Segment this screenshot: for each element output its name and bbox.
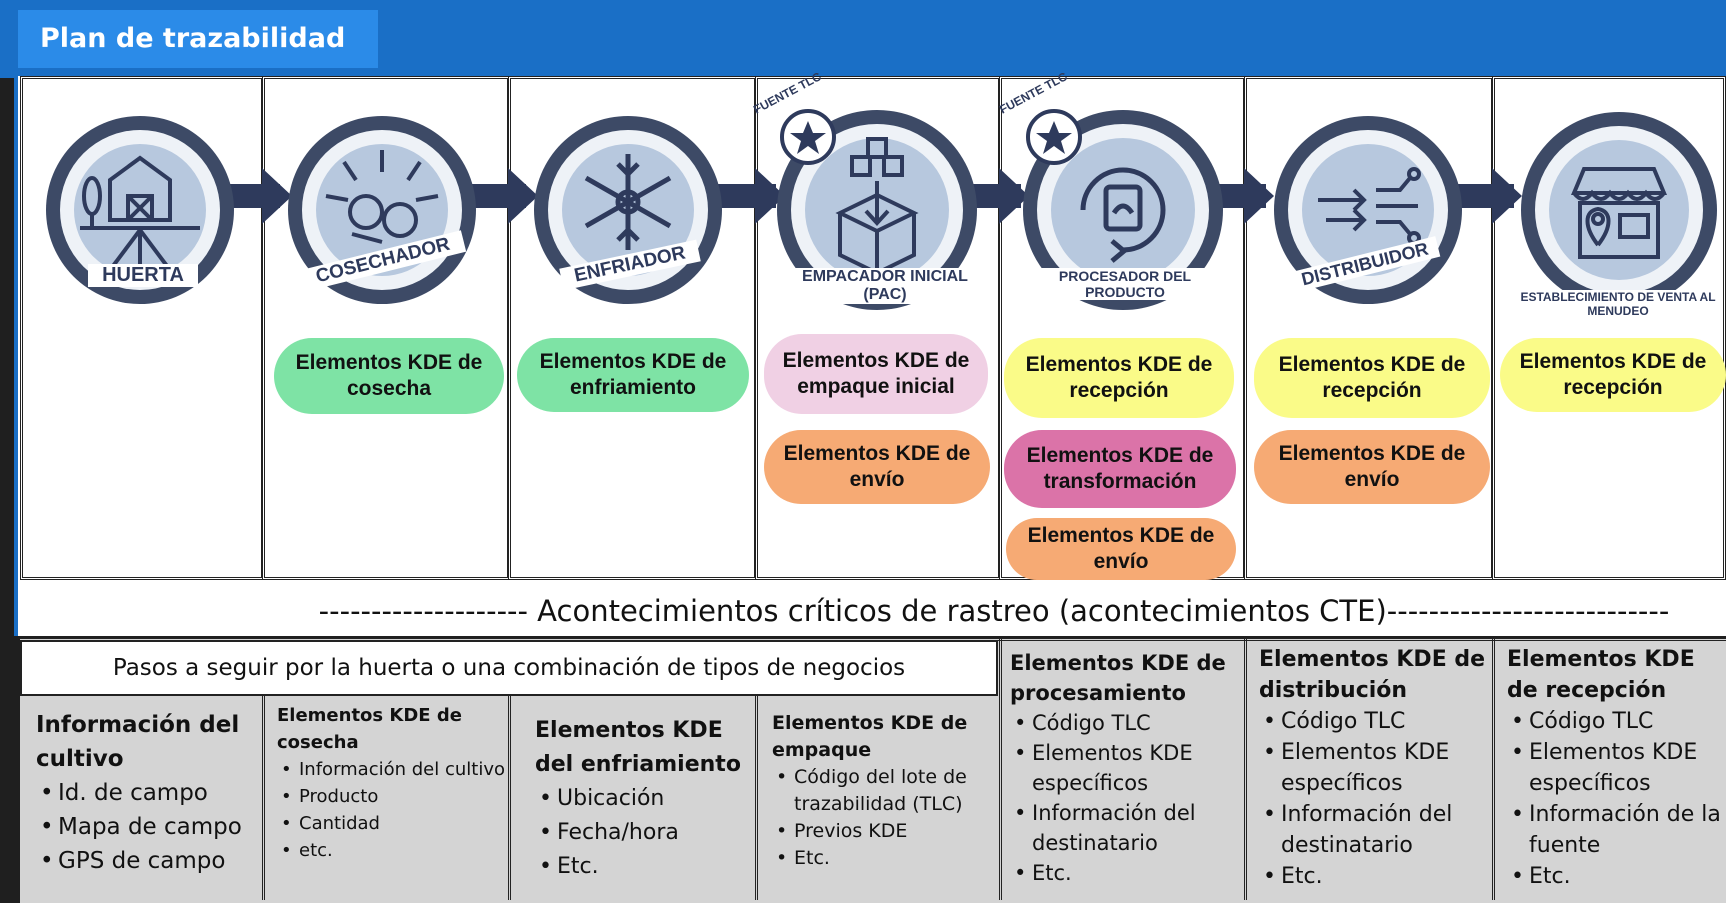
detail-col-recepcion: Elementos KDE de recepción Código TLC El… (1492, 638, 1726, 900)
detail-list: Código TLC Elementos KDE específicos Inf… (1010, 708, 1244, 888)
detail-item: Etc. (1010, 858, 1244, 888)
detail-item: Código TLC (1010, 708, 1244, 738)
detail-item: Id. de campo (36, 776, 262, 810)
pill-kde-recepcion-establecimiento: Elementos KDE de recepción (1500, 338, 1726, 412)
detail-col-distribucion: Elementos KDE de distribución Código TLC… (1244, 638, 1492, 900)
detail-list: Información del cultivo Producto Cantida… (277, 756, 508, 864)
detail-list: Código TLC Elementos KDE específicos Inf… (1259, 706, 1492, 892)
detail-col-empaque: Elementos KDE de empaque Código del lote… (755, 696, 999, 900)
detail-item: Etc. (772, 845, 999, 872)
detail-item: Etc. (1259, 861, 1492, 892)
enfriador-icon (534, 116, 722, 304)
detail-list: Ubicación Fecha/hora Etc. (535, 782, 755, 884)
page-title: Plan de trazabilidad (18, 10, 378, 68)
detail-title: Elementos KDE de distribución (1259, 647, 1486, 703)
detail-item: Previos KDE (772, 818, 999, 845)
detail-item: Elementos KDE específicos (1507, 737, 1726, 799)
empacador-icon (777, 109, 977, 310)
detail-item: Código del lote de trazabilidad (TLC) (772, 764, 999, 818)
detail-col-enfriamiento: Elementos KDE del enfriamiento Ubicación… (508, 696, 755, 900)
detail-item: Etc. (535, 850, 755, 884)
detail-item: etc. (277, 837, 508, 864)
detail-item: Fecha/hora (535, 816, 755, 850)
pill-kde-transformacion: Elementos KDE de transformación (1004, 430, 1236, 508)
detail-title: Elementos KDE del enfriamiento (535, 718, 741, 777)
pill-kde-cosecha: Elementos KDE de cosecha (274, 338, 504, 414)
pill-kde-recepcion-procesador: Elementos KDE de recepción (1004, 338, 1234, 418)
procesador-icon (1023, 109, 1223, 310)
detail-list: Código TLC Elementos KDE específicos Inf… (1507, 706, 1726, 892)
detail-title: Elementos KDE de cosecha (277, 705, 462, 753)
pill-kde-recepcion-distribuidor: Elementos KDE de recepción (1254, 338, 1490, 418)
steps-label: Pasos a seguir por la huerta o una combi… (20, 640, 998, 696)
detail-item: Información de la fuente (1507, 799, 1726, 861)
pill-kde-enfriamiento: Elementos KDE de enfriamiento (517, 338, 749, 412)
detail-item: Etc. (1507, 861, 1726, 892)
pill-kde-empaque-inicial: Elementos KDE de empaque inicial (764, 334, 988, 414)
detail-item: Información del destinatario (1010, 798, 1244, 858)
header-banner: Plan de trazabilidad (0, 0, 1726, 78)
pill-kde-envio-empacador: Elementos KDE de envío (764, 430, 990, 504)
detail-item: Elementos KDE específicos (1259, 737, 1492, 799)
detail-item: Ubicación (535, 782, 755, 816)
detail-col-procesamiento: Elementos KDE de procesamiento Código TL… (999, 638, 1244, 900)
stage-label-huerta: HUERTA (88, 264, 198, 287)
detail-item: Elementos KDE específicos (1010, 738, 1244, 798)
pill-kde-envio-procesador: Elementos KDE de envío (1006, 518, 1236, 580)
stage-label-establecimiento: ESTABLECIMIENTO DE VENTA AL MENUDEO (1520, 290, 1716, 318)
detail-item: Código TLC (1259, 706, 1492, 737)
huerta-icon (46, 116, 234, 304)
establecimiento-icon (1521, 112, 1717, 308)
detail-col-huerta: Información del cultivo Id. de campo Map… (20, 696, 262, 900)
stage-label-procesador: PROCESADOR DEL PRODUCTO (1030, 268, 1220, 300)
detail-item: Producto (277, 783, 508, 810)
detail-item: Cantidad (277, 810, 508, 837)
pill-kde-envio-distribuidor: Elementos KDE de envío (1254, 430, 1490, 504)
detail-item: Información del cultivo (277, 756, 508, 783)
detail-title: Elementos KDE de procesamiento (1010, 651, 1226, 705)
detail-item: GPS de campo (36, 844, 262, 878)
detail-list: Código del lote de trazabilidad (TLC) Pr… (772, 764, 999, 872)
detail-title: Información del cultivo (36, 712, 240, 772)
detail-item: Información del destinatario (1259, 799, 1492, 861)
cte-label: -------------------- Acontecimientos crí… (262, 586, 1726, 636)
detail-item: Código TLC (1507, 706, 1726, 737)
detail-title: Elementos KDE de recepción (1507, 647, 1695, 703)
detail-item: Mapa de campo (36, 810, 262, 844)
detail-list: Id. de campo Mapa de campo GPS de campo (36, 776, 262, 878)
detail-title: Elementos KDE de empaque (772, 712, 968, 761)
stage-label-empacador: EMPACADOR INICIAL (PAC) (790, 268, 980, 304)
detail-col-cosecha: Elementos KDE de cosecha Información del… (262, 696, 508, 900)
